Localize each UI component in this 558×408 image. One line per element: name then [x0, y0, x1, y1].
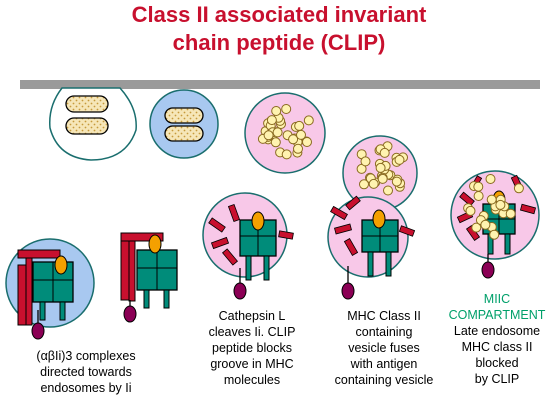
mhc-clip-complex — [341, 209, 399, 300]
antigen-capsule — [65, 95, 109, 113]
caption-line: MHC Class II — [347, 309, 421, 323]
caption-line: blocked — [475, 356, 519, 370]
caption-step2: Cathepsin L cleaves Ii. CLIP peptide blo… — [192, 308, 312, 388]
antigen-particle — [513, 183, 524, 194]
antigen-particle — [281, 149, 292, 160]
antigen-particle — [368, 178, 379, 189]
caption-line: peptide blocks — [212, 341, 292, 355]
antigen-particle — [485, 174, 496, 184]
antigen-particle — [263, 130, 274, 141]
miic-label: MIIC — [483, 292, 511, 306]
caption-line: cleaves Ii. CLIP — [208, 325, 296, 339]
antigen-particles — [463, 174, 524, 240]
antigen-particle — [266, 115, 277, 126]
caption-line: vesicle fuses — [348, 341, 420, 355]
caption-line: by CLIP — [474, 372, 520, 386]
antigen-particle — [505, 208, 516, 219]
antigen-capsule — [65, 117, 109, 135]
caption-line: containing vesicle — [334, 373, 434, 387]
antigen-particle — [271, 106, 282, 116]
antigen-particle — [391, 176, 402, 187]
ii-fragments — [208, 203, 294, 266]
antigen-particle — [377, 173, 388, 184]
caption-line: MHC class II — [461, 340, 533, 354]
mhc-clip-complex — [233, 211, 277, 300]
ii-fragments — [456, 174, 537, 242]
antigen-particle — [288, 134, 299, 145]
antigen-particle — [359, 179, 369, 190]
antigen-particle — [486, 194, 497, 205]
antigen-particle — [383, 185, 393, 196]
caption-line: with antigen — [350, 357, 418, 371]
antigen-particle — [489, 229, 500, 240]
antigen-particle — [480, 219, 491, 230]
caption-line: endosomes by Ii — [40, 381, 132, 395]
antigen-particle — [294, 120, 305, 131]
antigen-particle — [272, 127, 283, 138]
antigen-particle — [270, 137, 281, 148]
caption-line: molecules — [223, 373, 281, 387]
compartment-label: COMPARTMENT — [448, 308, 546, 322]
antigen-particle — [473, 181, 484, 192]
title-line-2: chain peptide (CLIP) — [172, 30, 386, 55]
antigen-particle — [303, 115, 314, 126]
antigen-capsule — [164, 125, 204, 142]
plasma-membrane — [20, 80, 540, 89]
antigen-particle — [473, 191, 484, 201]
caption-line: Late endosome — [453, 324, 541, 338]
antigen-particle — [296, 129, 306, 140]
early-endosome — [149, 89, 219, 159]
antigen-particle — [293, 143, 303, 154]
antigen-capsule — [164, 107, 204, 124]
alpha-beta-ii-complex — [17, 249, 74, 340]
caption-step4: MIIC COMPARTMENT Late endosome MHC class… — [442, 291, 552, 387]
caption-line: containing — [355, 325, 413, 339]
ii-fragments — [330, 195, 416, 256]
antigen-particle — [360, 156, 371, 167]
caption-step1: (αβIi)3 complexes directed towards endos… — [18, 348, 154, 396]
antigen-particle — [375, 162, 386, 173]
caption-line: groove in MHC — [210, 357, 294, 371]
antigen-particle — [281, 104, 292, 114]
title-line-1: Class II associated invariant — [131, 2, 427, 27]
antigen-particle — [495, 199, 506, 210]
antigen-particles — [257, 104, 314, 160]
antigen-particles — [356, 141, 408, 196]
antigen-particle — [465, 205, 476, 216]
caption-step3: MHC Class II containing vesicle fuses wi… — [322, 308, 446, 388]
caption-line: Cathepsin L — [218, 309, 286, 323]
caption-line: directed towards — [40, 365, 132, 379]
alpha-beta-ii-complex-exposed — [120, 232, 178, 323]
antigen-particle — [394, 154, 405, 165]
antigen-particle — [471, 222, 482, 233]
antigen-particle — [302, 137, 312, 147]
caption-line: (αβIi)3 complexes — [36, 349, 136, 363]
antigen-particle — [379, 147, 390, 158]
